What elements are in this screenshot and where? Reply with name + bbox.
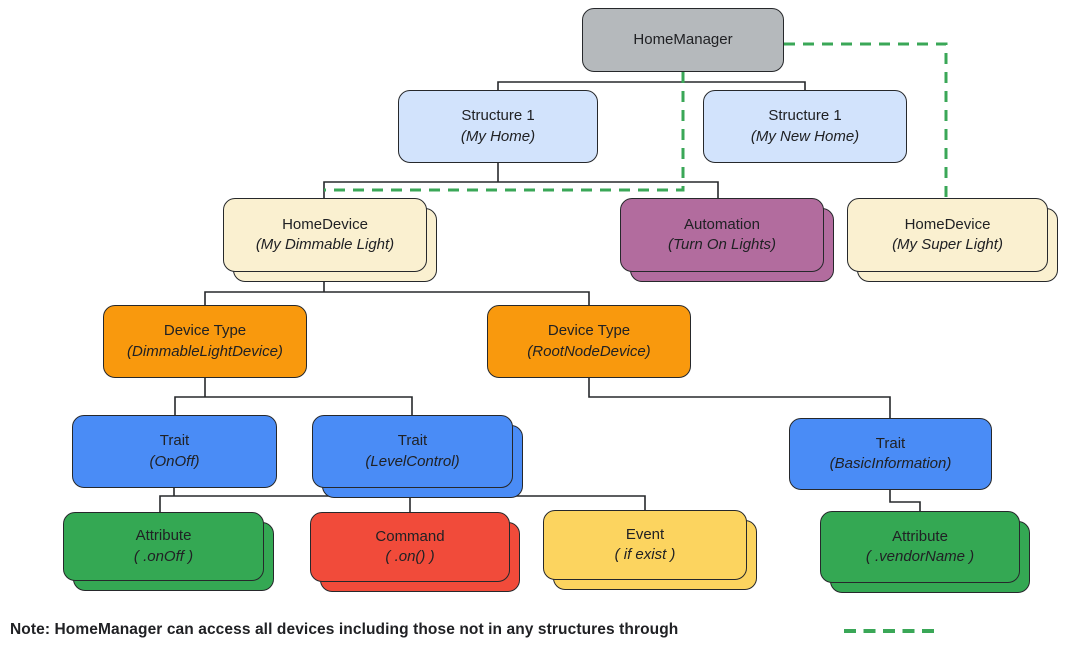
node-label: Trait: [397, 432, 428, 450]
node-homemanager: HomeManager: [582, 8, 784, 72]
node-label: Device Type: [163, 322, 247, 340]
note-text: Note: HomeManager can access all devices…: [10, 621, 679, 638]
node-label: HomeDevice: [282, 215, 368, 233]
node-trait-basicinformation: Trait (BasicInformation): [789, 418, 992, 490]
node-sublabel: (OnOff): [149, 452, 200, 470]
tree-connector: [174, 396, 413, 415]
tree-connector: [588, 378, 891, 418]
node-sublabel: ( .onOff ): [133, 547, 194, 565]
node-attribute-vendorname: Attribute ( .vendorName ): [820, 511, 1020, 583]
direct-access-dashed-connector: [324, 72, 685, 192]
node-sublabel: (Turn On Lights): [667, 236, 777, 253]
node-devicetype-rootnode: Device Type (RootNodeDevice): [487, 305, 691, 378]
node-sublabel: (My Super Light): [892, 236, 1003, 253]
node-label: Structure 1: [768, 107, 842, 125]
node-label: HomeDevice: [904, 215, 991, 233]
node-label: Automation: [684, 215, 760, 233]
node-sublabel: (My Home): [460, 127, 536, 145]
node-trait-levelcontrol: Trait (LevelControl): [312, 415, 513, 488]
node-structure-my-new-home: Structure 1 (My New Home): [703, 90, 907, 163]
node-sublabel: (RootNodeDevice): [527, 342, 651, 360]
node-sublabel: ( .on() ): [385, 548, 435, 565]
tree-connector: [889, 490, 921, 511]
node-sublabel: (My New Home): [750, 127, 860, 145]
node-label: HomeManager: [633, 30, 733, 48]
node-homedevice-dimmable: HomeDevice (My Dimmable Light): [223, 198, 427, 272]
node-command-on: Command ( .on() ): [310, 512, 510, 582]
node-automation: Automation (Turn On Lights): [620, 198, 824, 272]
tree-connector: [497, 81, 806, 90]
node-label: Command: [375, 527, 445, 545]
node-label: Trait: [159, 432, 190, 450]
node-sublabel: (My Dimmable Light): [255, 236, 395, 253]
node-structure-my-home: Structure 1 (My Home): [398, 90, 598, 163]
node-label: Device Type: [547, 322, 631, 340]
node-homedevice-superlight: HomeDevice (My Super Light): [847, 198, 1048, 272]
node-trait-onoff: Trait (OnOff): [72, 415, 277, 488]
node-label: Structure 1: [461, 107, 535, 125]
node-attribute-onoff: Attribute ( .onOff ): [63, 512, 264, 581]
node-devicetype-dimmable: Device Type (DimmableLightDevice): [103, 305, 307, 378]
node-label: Event: [625, 525, 665, 543]
node-sublabel: (DimmableLightDevice): [127, 342, 283, 360]
node-sublabel: (LevelControl): [365, 452, 460, 470]
direct-access-dashed-connector: [784, 42, 948, 198]
node-sublabel: ( if exist ): [614, 546, 676, 563]
node-event-ifexist: Event ( if exist ): [543, 510, 747, 580]
node-sublabel: (BasicInformation): [829, 455, 952, 472]
tree-connector: [204, 291, 590, 305]
node-label: Trait: [875, 434, 906, 452]
node-label: Attribute: [892, 527, 948, 545]
node-sublabel: ( .vendorName ): [865, 548, 975, 565]
node-label: Attribute: [135, 527, 192, 545]
